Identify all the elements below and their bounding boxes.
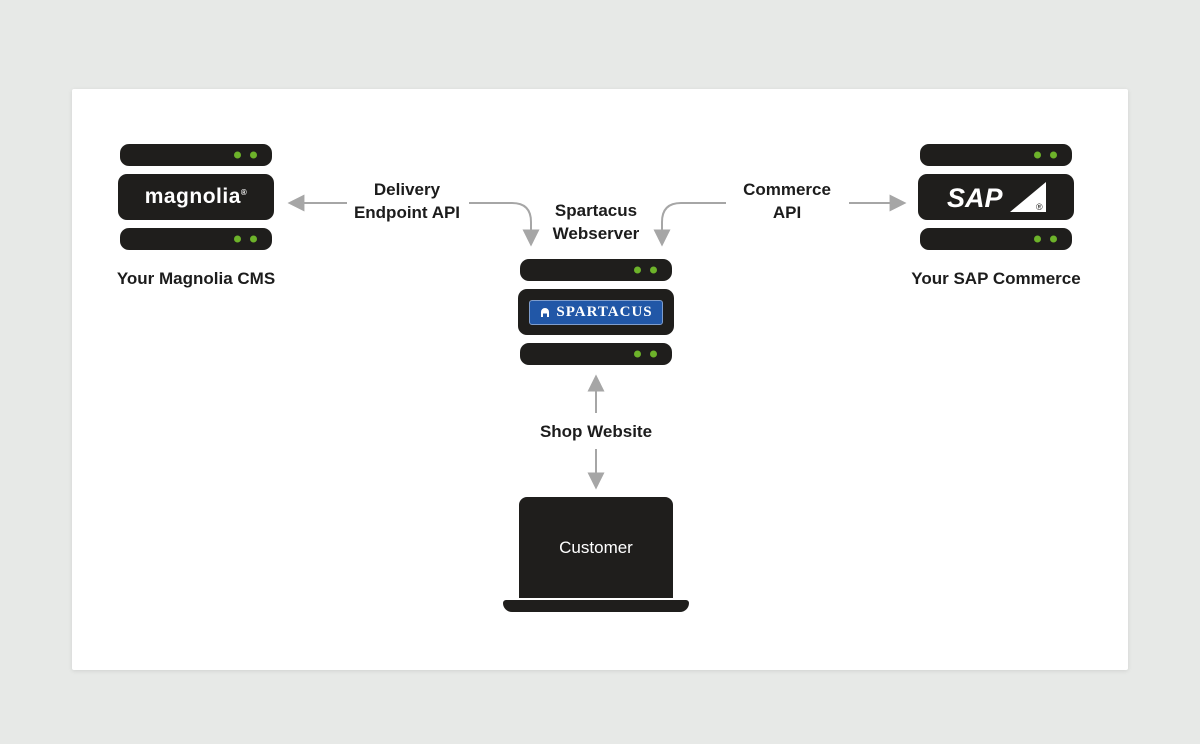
server-bar xyxy=(920,228,1072,250)
led-icon xyxy=(650,266,657,274)
sap-caption: Your SAP Commerce xyxy=(911,269,1081,288)
led-icon xyxy=(1034,235,1041,243)
sap-logo-wedge xyxy=(1010,182,1046,212)
sap-server-stack: SAP ® xyxy=(918,144,1074,258)
customer-label: Customer xyxy=(559,537,633,557)
diagram-card: magnolia® Your Magnolia CMS SAP ® xyxy=(72,89,1128,670)
commerce-api-label: Commerce API xyxy=(707,178,867,224)
led-icon xyxy=(234,151,241,159)
delivery-endpoint-api-label: Delivery Endpoint API xyxy=(327,178,487,224)
sap-logo: SAP ® xyxy=(947,182,1046,212)
led-icon xyxy=(250,151,257,159)
spartacus-logo: SPARTACUS xyxy=(529,299,663,325)
delivery-label-line1: Delivery xyxy=(373,180,441,199)
registered-mark: ® xyxy=(1036,202,1043,212)
magnolia-caption: Your Magnolia CMS xyxy=(116,269,276,288)
status-leds xyxy=(634,266,657,274)
registered-mark: ® xyxy=(240,188,248,197)
commerce-label-line1: Commerce xyxy=(743,180,831,199)
server-bar: SPARTACUS xyxy=(518,289,674,335)
server-bar: magnolia® xyxy=(118,174,274,220)
server-bar xyxy=(120,228,272,250)
helmet-icon xyxy=(541,308,550,317)
server-bar: SAP ® xyxy=(918,174,1074,220)
delivery-label-line2: Endpoint API xyxy=(353,203,461,222)
server-bar xyxy=(120,144,272,166)
spartacus-logo-text: SPARTACUS xyxy=(556,303,653,320)
server-bar xyxy=(920,144,1072,166)
led-icon xyxy=(250,235,257,243)
status-leds xyxy=(1034,151,1057,159)
server-bar xyxy=(520,259,672,281)
led-icon xyxy=(234,235,241,243)
magnolia-logo-text: magnolia xyxy=(144,185,241,208)
commerce-label-line2: API xyxy=(772,203,802,222)
status-leds xyxy=(234,151,257,159)
server-bar xyxy=(520,343,672,365)
sap-logo-text: SAP xyxy=(947,183,1004,212)
status-leds xyxy=(234,235,257,243)
spartacus-label-line1: Spartacus xyxy=(554,201,638,220)
customer-laptop-screen: Customer xyxy=(519,497,673,598)
status-leds xyxy=(634,350,657,358)
led-icon xyxy=(650,350,657,358)
led-icon xyxy=(634,350,641,358)
spartacus-server-stack: SPARTACUS xyxy=(518,259,674,373)
led-icon xyxy=(634,266,641,274)
magnolia-logo: magnolia® xyxy=(145,185,248,209)
shop-website-label: Shop Website xyxy=(539,422,653,441)
magnolia-server-stack: magnolia® xyxy=(118,144,274,258)
status-leds xyxy=(1034,235,1057,243)
led-icon xyxy=(1034,151,1041,159)
spartacus-label-line2: Webserver xyxy=(552,224,640,243)
customer-laptop-base xyxy=(503,600,689,612)
led-icon xyxy=(1050,235,1057,243)
spartacus-label: Spartacus Webserver xyxy=(496,199,696,245)
led-icon xyxy=(1050,151,1057,159)
